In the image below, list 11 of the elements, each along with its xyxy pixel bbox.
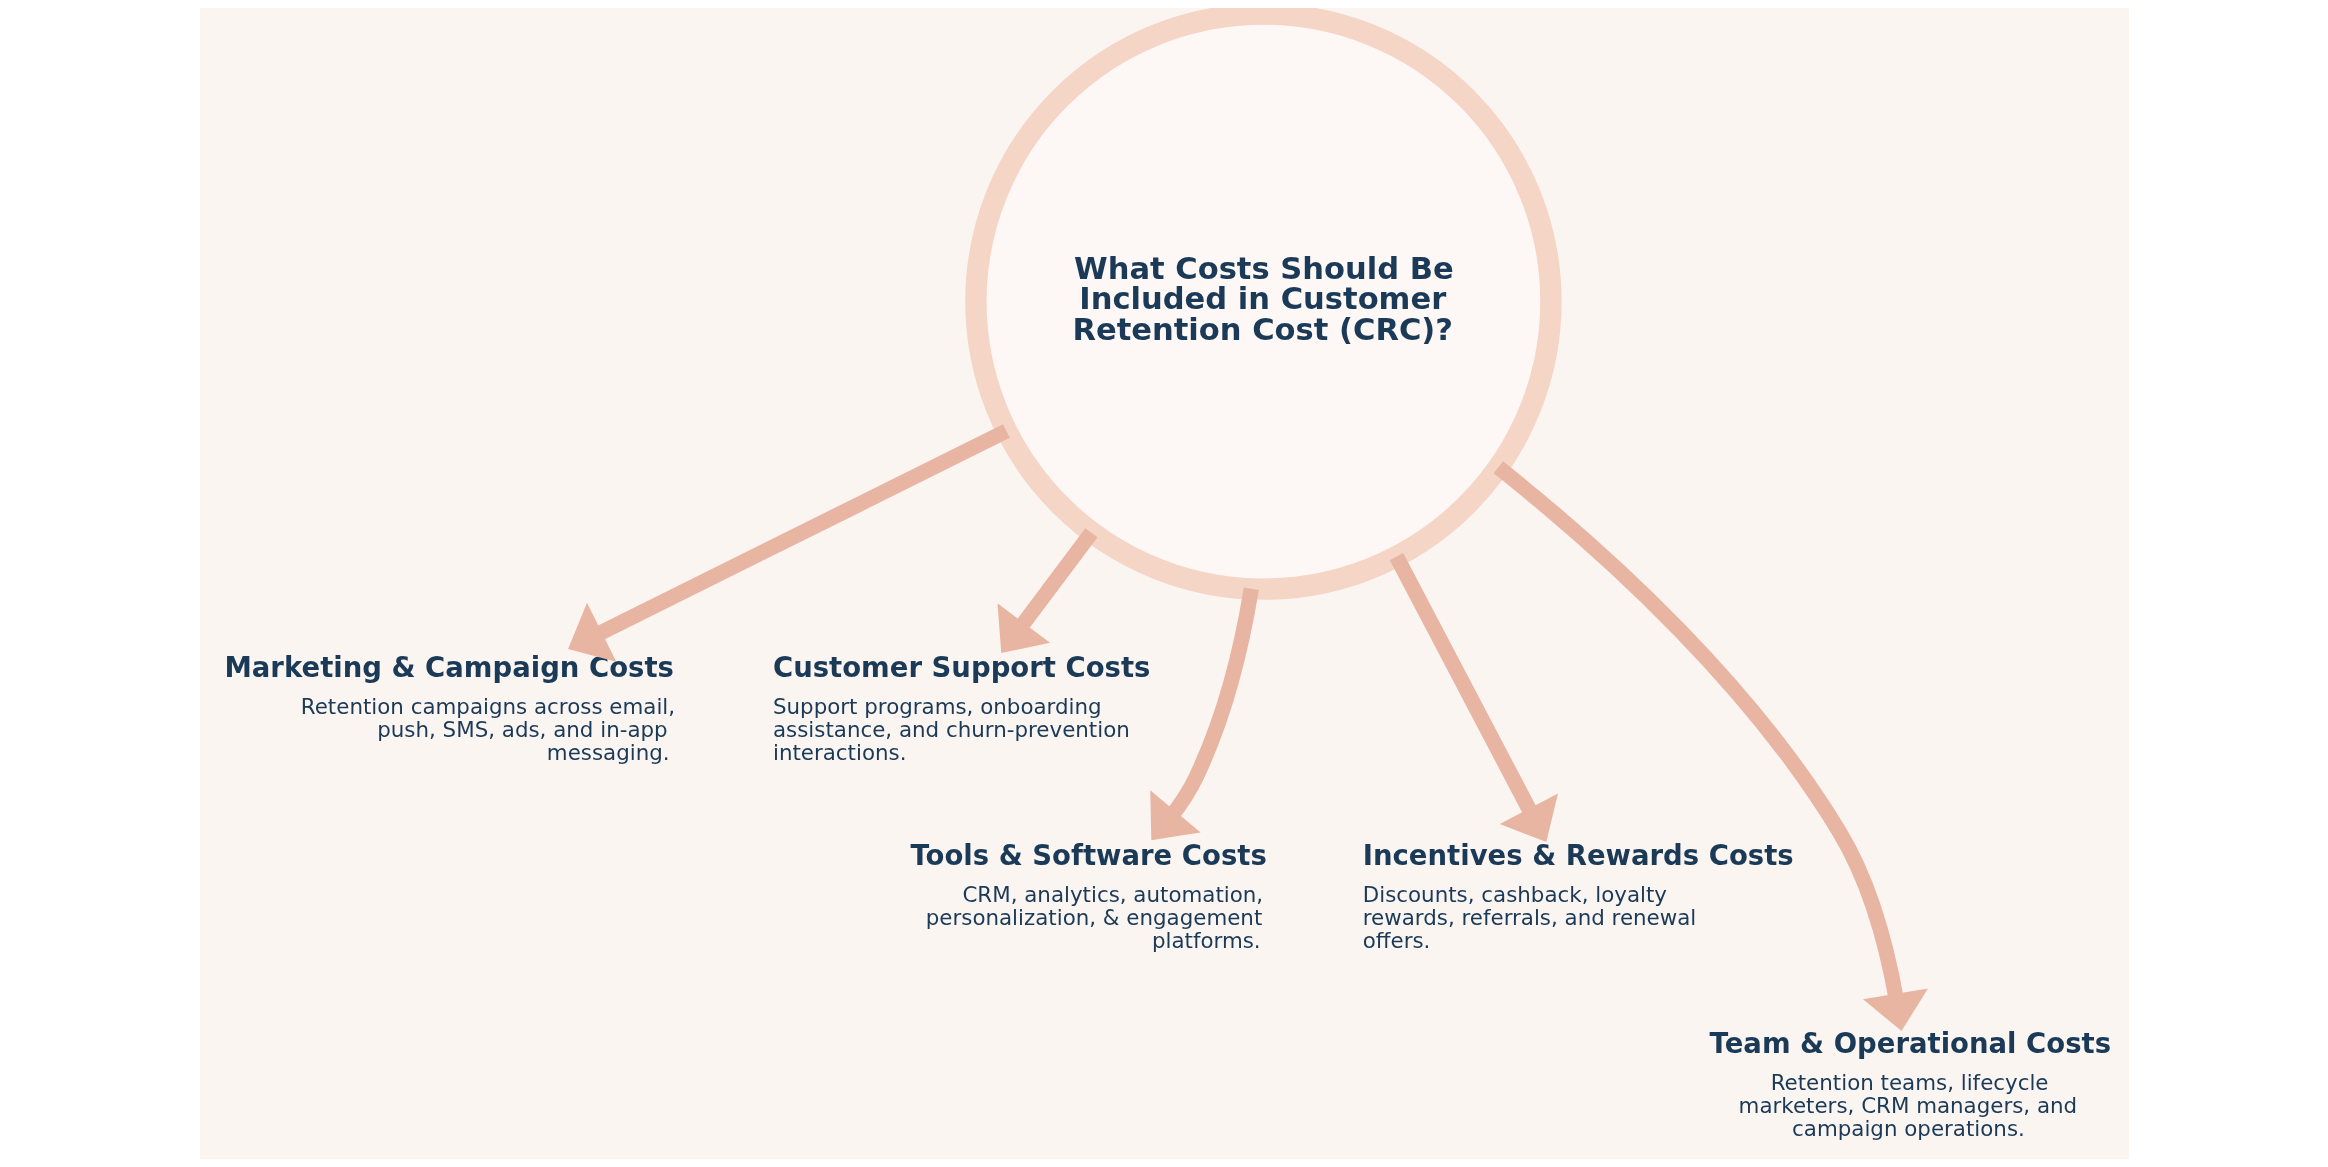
node-text: Tools & Software Costs CRM, analytics, automation, personalization, & engagement platforms. [909,839,1267,953]
node-text: Incentives & Rewards Costs Discounts, cashback, loyalty rewards, referrals, and renewal offers. [1362,839,1794,953]
node-circle: What Costs Should Be Included in Customer Retention Cost (CRC)? [964,8,1562,600]
node-text: Team & Operational Costs Retention teams, lifecycle marketers, CRM managers, and campaign operations. [1709,1027,2111,1141]
arrow [1493,461,1928,1031]
arrow [567,424,1010,662]
node-text: Customer Support Costs Support programs, onboarding assistance, and churn-prevention interactions. [772,651,1150,765]
node-text: Marketing & Campaign Costs Retention campaigns across email, push, SMS, ads, and in-app messaging. [223,651,675,765]
arrow [996,528,1098,654]
arrow [1389,553,1558,843]
arrow [1149,587,1259,841]
